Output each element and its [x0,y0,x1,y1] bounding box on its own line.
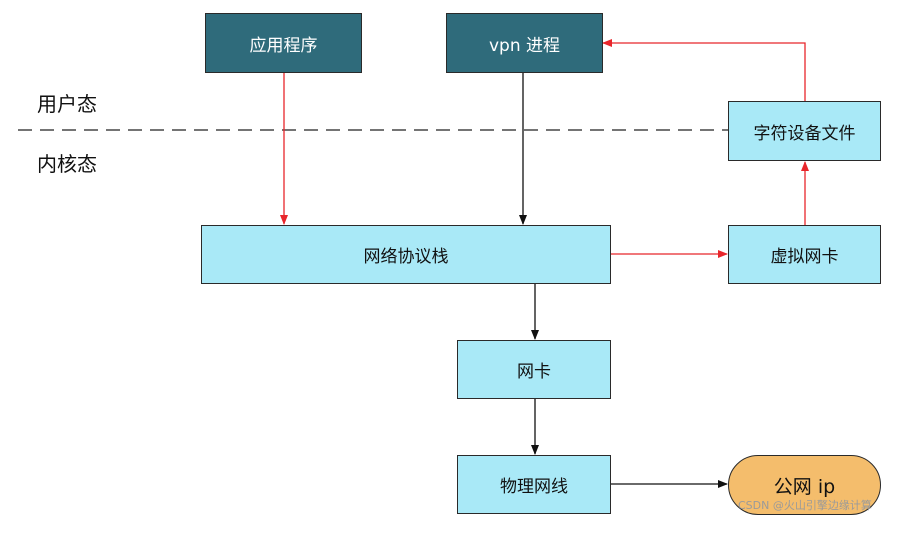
virtual-nic-node: 虚拟网卡 [728,225,881,284]
arrow-chardev-to-vpn [602,39,806,101]
kernel-mode-label: 内核态 [37,152,97,176]
nic-node: 网卡 [457,340,611,399]
net-stack-node: 网络协议栈 [201,225,611,284]
public-ip-node: 公网 ip [728,455,881,515]
char-device-node: 字符设备文件 [728,101,881,161]
watermark: CSDN @火山引擎边缘计算 [738,499,872,512]
cable-node: 物理网线 [457,455,611,514]
vpn-process-node: vpn 进程 [446,13,603,73]
user-mode-label: 用户态 [37,92,97,116]
app-node: 应用程序 [205,13,362,73]
